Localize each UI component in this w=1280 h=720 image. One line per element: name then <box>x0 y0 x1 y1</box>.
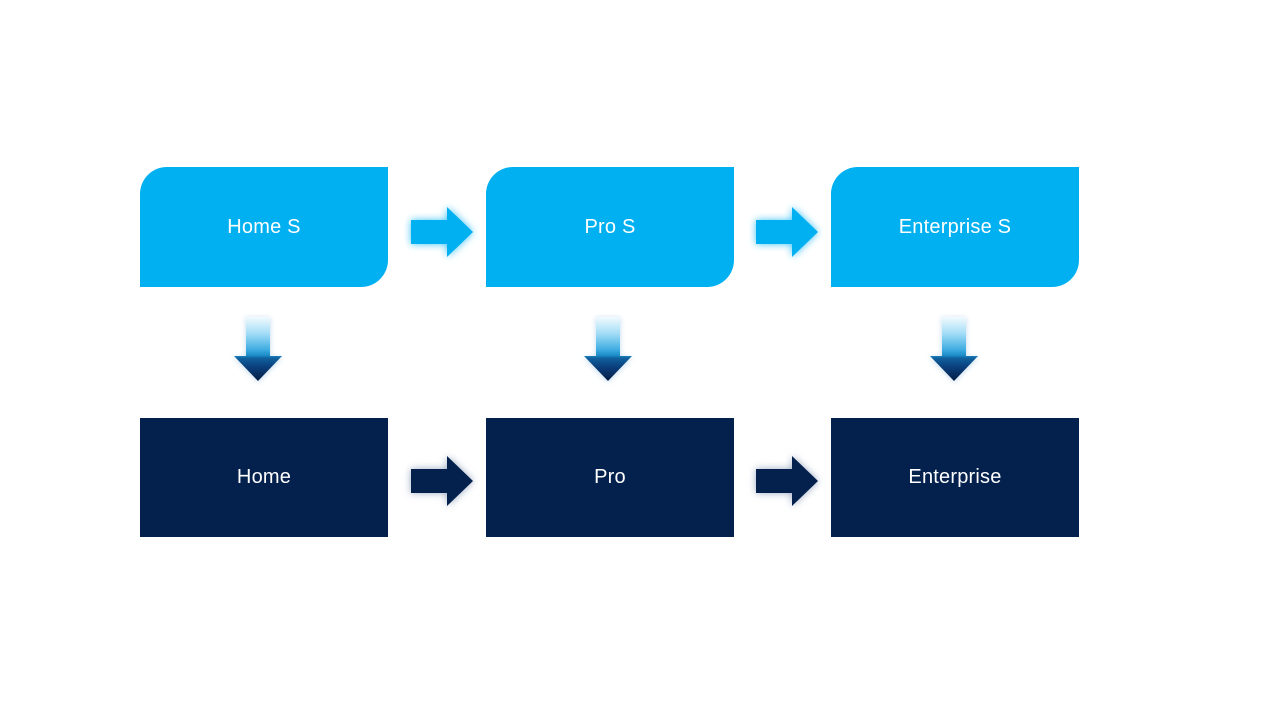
down-arrow-icon <box>930 317 978 381</box>
node-pro-s-label: Pro S <box>584 215 636 238</box>
right-arrow-icon <box>756 456 818 506</box>
down-arrow-icon <box>234 317 282 381</box>
node-enterprise-s: Enterprise S <box>831 167 1079 287</box>
node-home-s-label: Home S <box>227 215 301 238</box>
node-home-s: Home S <box>140 167 388 287</box>
node-home: Home <box>140 418 388 537</box>
right-arrow-icon <box>411 207 473 257</box>
node-home-label: Home <box>236 466 292 488</box>
right-arrow-icon <box>756 207 818 257</box>
node-enterprise-label: Enterprise <box>908 466 1002 488</box>
right-arrow-icon <box>411 456 473 506</box>
node-pro-label: Pro <box>594 466 626 488</box>
node-enterprise-s-label: Enterprise S <box>898 215 1012 238</box>
node-pro-s: Pro S <box>486 167 734 287</box>
down-arrow-icon <box>584 317 632 381</box>
node-pro: Pro <box>486 418 734 537</box>
node-enterprise: Enterprise <box>831 418 1079 537</box>
